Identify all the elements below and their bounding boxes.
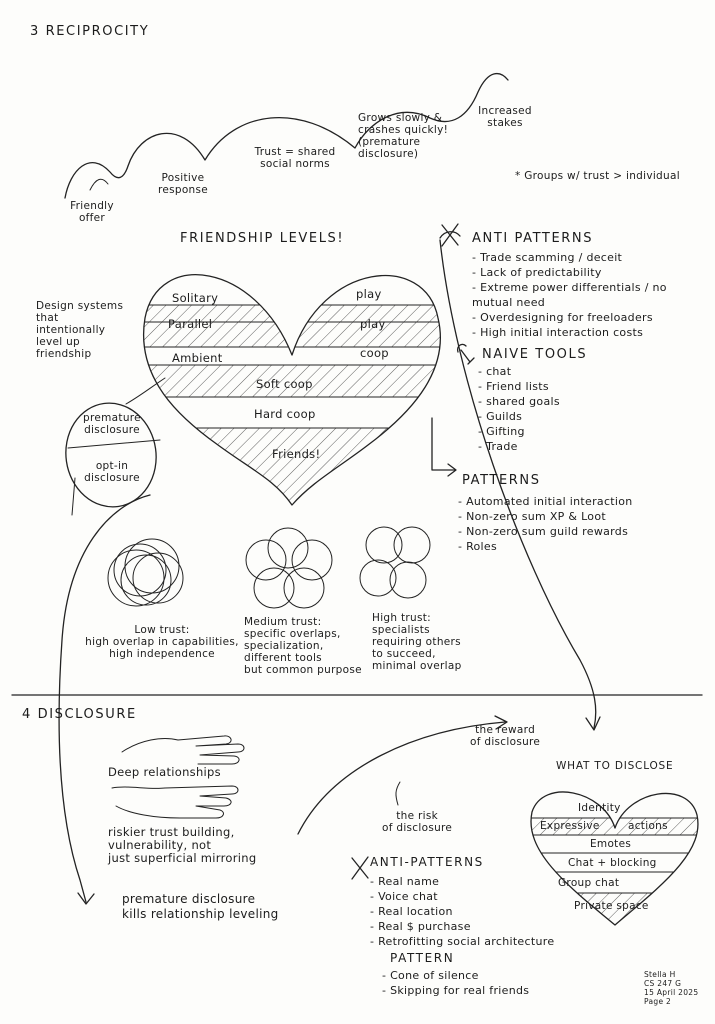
level-soft-coop: Soft coop	[256, 377, 313, 391]
step-friendly-offer: Friendly offer	[70, 200, 114, 224]
reciprocity-wave	[64, 72, 509, 199]
naive-tool-item: - Guilds	[478, 410, 523, 423]
disclosure-pattern-list: - Cone of silence - Skipping for real fr…	[382, 968, 529, 998]
level-parallel: Parallel	[168, 317, 213, 331]
premature-note: premature disclosure kills relationship …	[122, 892, 279, 921]
risk-label: the risk of disclosure	[382, 810, 453, 834]
caption-medium-trust: Medium trust: specific overlaps, special…	[244, 616, 362, 676]
step-increased-stakes: Increased stakes	[478, 105, 532, 129]
curve-to-what-to-disclose	[439, 239, 597, 729]
level-friends: Friends!	[272, 447, 321, 461]
disclose-identity: Identity	[578, 802, 621, 814]
naive-tool-item: - shared goals	[478, 395, 560, 408]
naive-tool-item: - Trade	[478, 440, 518, 453]
signature-name: Stella H	[644, 970, 676, 979]
anti-patterns-list: - Trade scamming / deceit - Lack of pred…	[472, 250, 692, 340]
naive-tools-title: NAIVE TOOLS	[482, 347, 588, 362]
x-icon	[439, 223, 461, 247]
anti-pattern-item: - Extreme power differentials / no mutua…	[472, 281, 667, 309]
anti-pattern-item: - Lack of predictability	[472, 266, 602, 279]
signature-page: Page 2	[644, 997, 672, 1006]
section-title-reciprocity: 3 RECIPROCITY	[30, 24, 150, 39]
naive-tools-list: - chat - Friend lists - shared goals - G…	[478, 364, 560, 454]
disclose-group-chat: Group chat	[558, 877, 620, 889]
section-title-disclosure: 4 DISCLOSURE	[22, 707, 137, 722]
disclose-emotes: Emotes	[590, 838, 632, 850]
deep-relationships: Deep relationships	[108, 765, 221, 779]
patterns-list: - Automated initial interaction - Non-ze…	[458, 494, 633, 554]
venn-medium-trust	[245, 527, 333, 609]
step-trust: Trust = shared social norms	[254, 146, 336, 170]
bubble-premature-disclosure: premature disclosure	[83, 412, 141, 436]
disclosure-anti-item: - Real location	[370, 905, 453, 918]
disclose-chat-blocking: Chat + blocking	[568, 857, 657, 869]
friendship-title: FRIENDSHIP LEVELS!	[180, 231, 345, 246]
level-coop: coop	[360, 346, 389, 360]
disclosure-anti-patterns-title: ANTI-PATTERNS	[370, 855, 484, 869]
x-icon-disclosure	[351, 856, 369, 880]
anti-pattern-item: - Overdesigning for freeloaders	[472, 311, 653, 324]
riskier-note: riskier trust building, vulnerability, n…	[108, 825, 257, 865]
level-hard-coop: Hard coop	[254, 407, 316, 421]
level-solitary: Solitary	[172, 291, 219, 305]
naive-tool-item: - Gifting	[478, 425, 525, 438]
reward-risk-curve	[297, 721, 506, 835]
step-grows-slowly: Grows slowly & crashes quickly! (prematu…	[358, 112, 449, 160]
disclose-private-space: Private space	[574, 900, 649, 912]
caption-low-trust: Low trust: high overlap in capabilities,…	[85, 624, 239, 660]
level-ambient: Ambient	[172, 351, 223, 365]
disclosure-pattern-title: PATTERN	[390, 951, 455, 965]
disclosure-bubble	[65, 402, 157, 508]
anti-patterns-title: ANTI PATTERNS	[472, 231, 594, 246]
disclosure-pattern-item: - Skipping for real friends	[382, 984, 530, 997]
bubble-connector	[125, 377, 166, 405]
hands-icon	[111, 735, 245, 819]
reward-label: the reward of disclosure	[470, 724, 541, 748]
pattern-item: - Non-zero sum XP & Loot	[458, 510, 606, 523]
what-to-disclose-title: WHAT TO DISCLOSE	[556, 760, 674, 772]
disclosure-anti-item: - Real name	[370, 875, 440, 888]
pattern-item: - Roles	[458, 540, 497, 553]
wrench-icon	[456, 343, 475, 365]
naive-tool-item: - Friend lists	[478, 380, 549, 393]
level-play-2: play	[360, 317, 386, 331]
patterns-title: PATTERNS	[462, 473, 541, 488]
reciprocity-wave-trail	[89, 178, 109, 191]
signature-block: Stella H CS 247 G 15 April 2025 Page 2	[644, 970, 698, 1006]
bubble-opt-in-disclosure: opt-in disclosure	[84, 460, 140, 484]
level-play-1: play	[356, 287, 382, 301]
disclosure-anti-item: - Retrofitting social architecture	[370, 935, 555, 948]
venn-low-trust	[107, 538, 184, 607]
caption-high-trust: High trust: specialists requiring others…	[372, 612, 462, 672]
anti-pattern-item: - High initial interaction costs	[472, 326, 644, 339]
groups-note: * Groups w/ trust > individual	[515, 170, 680, 182]
disclosure-anti-item: - Voice chat	[370, 890, 438, 903]
disclosure-anti-patterns-list: - Real name - Voice chat - Real location…	[370, 874, 554, 949]
disclosure-pattern-item: - Cone of silence	[382, 969, 479, 982]
pattern-item: - Non-zero sum guild rewards	[458, 525, 629, 538]
disclosure-anti-item: - Real $ purchase	[370, 920, 471, 933]
venn-high-trust	[359, 526, 431, 599]
design-note: Design systems that intentionally level …	[36, 300, 124, 360]
signature-course: CS 247 G	[644, 979, 682, 988]
step-positive-response: Positive response	[157, 172, 209, 196]
naive-tool-item: - chat	[478, 365, 512, 378]
anti-pattern-item: - Trade scamming / deceit	[472, 251, 623, 264]
pattern-item: - Automated initial interaction	[458, 495, 633, 508]
disclose-actions: actions	[628, 820, 668, 832]
disclose-expressive: Expressive	[540, 820, 600, 832]
signature-date: 15 April 2025	[644, 988, 699, 997]
arrow-to-premature	[58, 494, 151, 903]
friendship-heart	[142, 274, 441, 506]
